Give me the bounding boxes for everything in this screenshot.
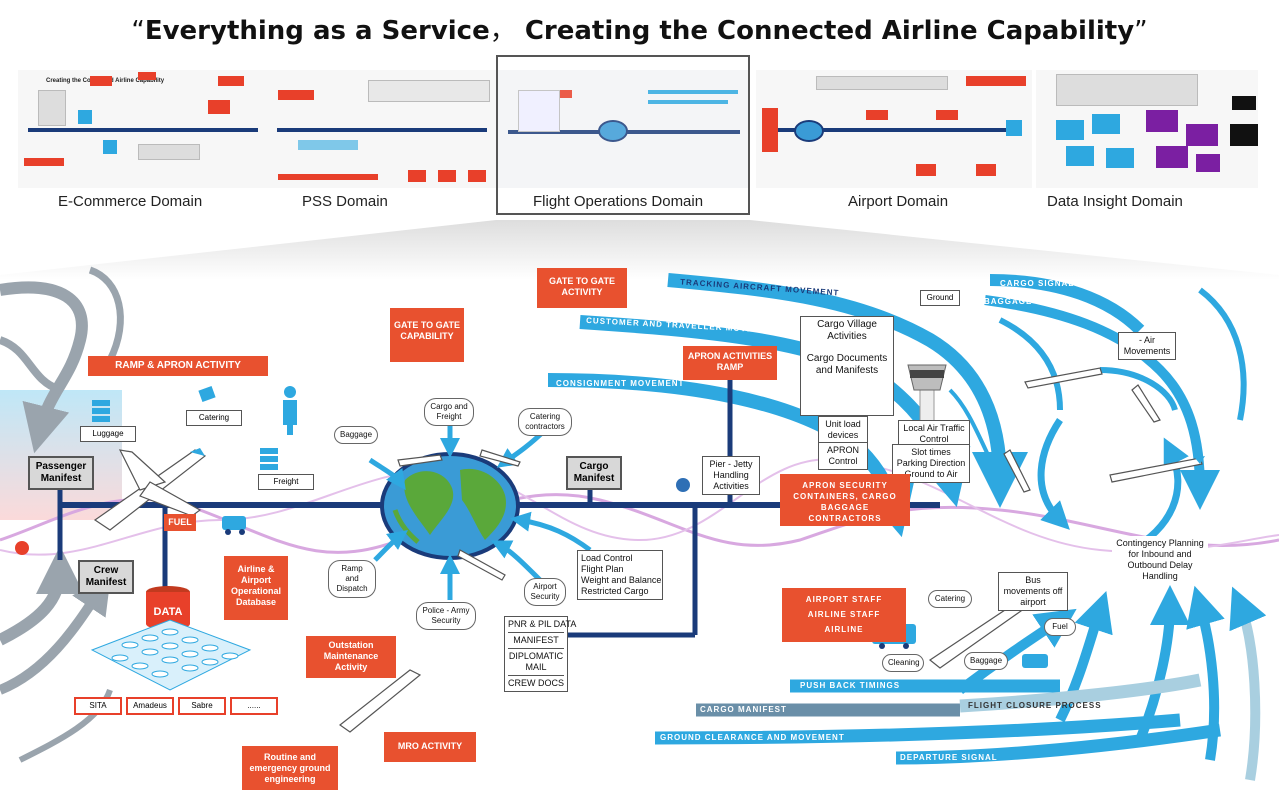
flight-operations-diagram: RAMP & APRON ACTIVITY Luggage Catering F… <box>0 220 1279 804</box>
domain-label-pss: PSS Domain <box>302 193 388 210</box>
cargo-docs-label: Cargo Documents and Manifests <box>806 353 888 376</box>
cargo-manifest-band: CARGO MANIFEST <box>700 705 787 714</box>
fuel-label: FUEL <box>164 514 196 531</box>
police-army-bubble: Police - Army Security <box>416 602 476 630</box>
gate-to-gate-capability: GATE TO GATE CAPABILITY <box>390 308 464 362</box>
local-atc-box: Local Air Traffic Control <box>898 420 970 448</box>
thumb-data-insight[interactable] <box>1036 70 1258 188</box>
staff-line: AIRLINE <box>824 625 864 634</box>
baggage-signal-band: BAGGAGE SIGNAL <box>984 297 1072 306</box>
apron-control-box: APRON Control <box>818 442 868 470</box>
consignment-band: CONSIGNMENT MOVEMENT <box>556 379 685 388</box>
zoom-fade <box>0 220 1279 280</box>
title-part-1: Everything as a Service <box>144 16 490 46</box>
gate-to-gate-activity: GATE TO GATE ACTIVITY <box>537 268 627 308</box>
routine-engineering: Routine and emergency ground engineering <box>242 746 338 790</box>
baggage-bubble: Baggage <box>334 426 378 444</box>
title-open-quote: “ <box>131 16 145 46</box>
thumb-pss[interactable] <box>268 70 496 188</box>
domain-label-data-insight: Data Insight Domain <box>1047 193 1183 210</box>
domain-thumbnails: Creating the Connected Airline Capabilit… <box>18 70 1258 188</box>
thumb-ecommerce[interactable]: Creating the Connected Airline Capabilit… <box>18 70 268 188</box>
pnr-item: MANIFEST <box>508 633 564 649</box>
pnr-item: DIPLOMATIC MAIL <box>508 649 564 676</box>
load-control-box: Load Control Flight Plan Weight and Bala… <box>577 550 663 600</box>
cargo-signal-band: CARGO SIGNAL <box>1000 279 1075 288</box>
page-title: “Everything as a Service， Creating the C… <box>0 10 1279 47</box>
baggage-right-bubble: Baggage <box>964 652 1008 670</box>
catering-label: Catering <box>186 410 242 426</box>
title-close-quote: ” <box>1134 16 1148 46</box>
staff-line: AIRLINE STAFF <box>807 610 881 619</box>
cargo-village-box: Cargo Village Activities Cargo Documents… <box>800 316 894 416</box>
mro-activity: MRO ACTIVITY <box>384 732 476 762</box>
pier-jetty-box: Pier - Jetty Handling Activities <box>702 456 760 495</box>
luggage-label: Luggage <box>80 426 136 442</box>
freight-label: Freight <box>258 474 314 490</box>
pnr-item: PNR & PIL DATA <box>508 619 576 633</box>
outstation-maintenance: Outstation Maintenance Activity <box>306 636 396 678</box>
fuel-bubble: Fuel <box>1044 618 1076 636</box>
push-back-band: PUSH BACK TIMINGS <box>800 681 901 690</box>
apron-security-box: APRON SECURITY CONTAINERS, CARGO BAGGAGE… <box>780 474 910 526</box>
cargo-village-title: Cargo Village Activities <box>817 319 877 342</box>
system-amadeus: Amadeus <box>126 697 174 715</box>
contingency-planning-box: Contingency Planning for Inbound and Out… <box>1112 536 1208 584</box>
diagram-canvas <box>0 220 1279 781</box>
system-sabre: Sabre <box>178 697 226 715</box>
apron-activities-ramp: APRON ACTIVITIES RAMP <box>683 346 777 380</box>
title-part-2: Creating the Connected Airline Capabilit… <box>524 16 1135 46</box>
staff-box: AIRPORT STAFF AIRLINE STAFF AIRLINE <box>782 588 906 642</box>
air-movements-box: - Air Movements <box>1118 332 1176 360</box>
bus-movements-box: Bus movements off airport <box>998 572 1068 611</box>
system-sita: SITA <box>74 697 122 715</box>
thumb-flight-ops[interactable] <box>498 70 750 188</box>
load-control-item: Load Control <box>581 553 633 563</box>
cleaning-bubble: Cleaning <box>882 654 924 672</box>
cargo-freight-bubble: Cargo and Freight <box>424 398 474 426</box>
catering-bubble: Catering <box>928 590 972 608</box>
data-label: DATA <box>153 606 183 618</box>
load-control-item: Restricted Cargo <box>581 586 649 596</box>
unit-load-devices-box: Unit load devices <box>818 416 868 444</box>
cargo-manifest-box: Cargo Manifest <box>566 456 622 490</box>
ramp-dispatch-bubble: Ramp and Dispatch <box>328 560 376 598</box>
airline-airport-database: Airline & Airport Operational Database <box>224 556 288 620</box>
pnr-data-box: PNR & PIL DATA MANIFEST DIPLOMATIC MAIL … <box>504 616 576 692</box>
purple-wave-2 <box>0 458 1279 556</box>
domain-label-flight-ops: Flight Operations Domain <box>533 193 704 210</box>
title-separator: ， <box>489 16 516 46</box>
systems-row: SITA Amadeus Sabre ...... <box>74 697 278 715</box>
ramp-apron-activity-label: RAMP & APRON ACTIVITY <box>88 356 268 376</box>
passenger-manifest-box: Passenger Manifest <box>28 456 94 490</box>
domain-label-airport: Airport Domain <box>848 193 949 210</box>
flight-ops-highlight-frame <box>496 55 750 215</box>
catering-contractors-bubble: Catering contractors <box>518 408 572 436</box>
database-grid <box>90 619 252 691</box>
crew-manifest-box: Crew Manifest <box>78 560 134 594</box>
thumb-airport[interactable] <box>756 70 1032 188</box>
system-more: ...... <box>230 697 278 715</box>
domain-label-ecommerce: E-Commerce Domain <box>58 193 203 210</box>
airport-security-bubble: Airport Security <box>524 578 566 606</box>
ground-label: Ground <box>920 290 960 306</box>
pnr-item: CREW DOCS <box>508 678 564 688</box>
load-control-item: Weight and Balance <box>581 575 662 585</box>
ground-clearance-band: GROUND CLEARANCE AND MOVEMENT <box>660 733 845 742</box>
staff-line: AIRPORT STAFF <box>805 595 883 604</box>
load-control-item: Flight Plan <box>581 564 624 574</box>
departure-signal-band: DEPARTURE SIGNAL <box>900 753 998 762</box>
flight-closure-band: FLIGHT CLOSURE PROCESS <box>968 701 1102 710</box>
